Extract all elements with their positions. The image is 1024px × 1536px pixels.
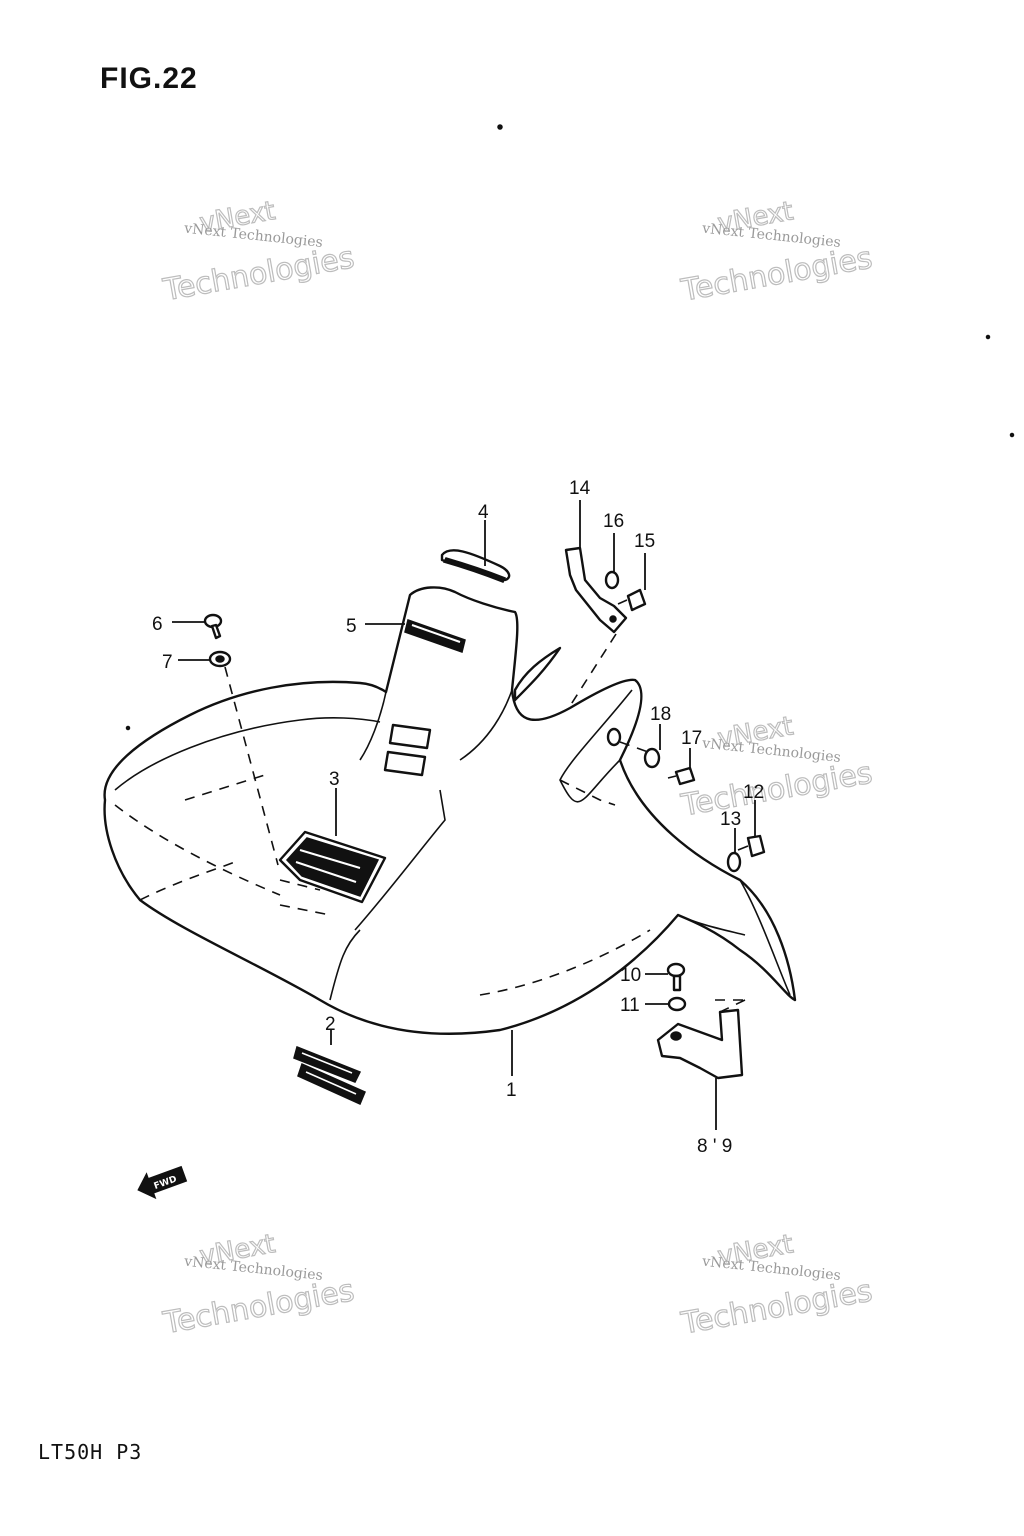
part-10-bolt — [666, 962, 686, 992]
part-18-nut — [643, 747, 661, 769]
part-17-bolt — [667, 766, 696, 786]
part-14-bracket — [564, 546, 628, 634]
part-13-washer — [726, 851, 742, 873]
watermark-bottom-left: vNext Technologies vNext Technologies — [159, 1228, 357, 1341]
speck — [125, 725, 131, 731]
callout-13: 13 — [720, 809, 741, 830]
assembly-line — [715, 999, 746, 1013]
callout-10: 10 — [620, 965, 641, 986]
svg-text:Technologies: Technologies — [160, 1273, 357, 1341]
svg-text:Technologies: Technologies — [678, 756, 875, 824]
assembly-line — [224, 666, 279, 866]
part-2-decal — [293, 1045, 366, 1106]
callout-18: 18 — [650, 704, 671, 725]
watermark-mid-right: vNext Technologies vNext Technologies — [677, 711, 875, 824]
callout-5: 5 — [346, 616, 357, 637]
assembly-line — [569, 633, 617, 707]
callout-4: 4 — [478, 502, 489, 523]
callout-1: 1 — [506, 1080, 517, 1101]
part-16-nut — [604, 570, 620, 590]
callout-12: 12 — [743, 782, 764, 803]
callout-2: 2 — [325, 1014, 336, 1035]
part-6-screw — [203, 613, 223, 640]
watermark-top-left: vNext Technologies vNext Technologies — [159, 195, 357, 308]
callout-3: 3 — [329, 769, 340, 790]
svg-text:Technologies: Technologies — [678, 241, 875, 309]
part-4-strip — [440, 549, 511, 583]
speck — [1009, 432, 1015, 438]
forward-arrow-icon: FWD — [137, 1165, 188, 1200]
part-7-washer — [208, 650, 232, 668]
callout-7: 7 — [162, 652, 173, 673]
part-12-bolt — [737, 834, 766, 858]
part-8-9-bracket — [656, 1008, 744, 1080]
rear-fender — [103, 586, 797, 1035]
svg-text:Technologies: Technologies — [160, 240, 357, 308]
callout-8-9: 8 ' 9 — [697, 1136, 732, 1157]
model-code: LT50H P3 — [38, 1440, 143, 1464]
callout-6: 6 — [152, 614, 163, 635]
speck — [497, 124, 503, 130]
svg-text:Technologies: Technologies — [678, 1274, 875, 1342]
emblem-5 — [404, 619, 466, 653]
watermark-top-right: vNext Technologies vNext Technologies — [677, 196, 875, 309]
callout-14: 14 — [569, 478, 591, 499]
callout-17: 17 — [681, 728, 702, 749]
part-11-nut — [667, 996, 687, 1012]
callout-11: 11 — [620, 995, 640, 1016]
assembly-line — [619, 741, 649, 753]
part-15-bolt — [617, 588, 647, 612]
figure-title: FIG.22 — [100, 62, 198, 95]
callout-16: 16 — [603, 511, 624, 532]
leader-lines — [172, 500, 756, 1130]
part-3-plate — [278, 830, 387, 904]
callout-15: 15 — [634, 531, 655, 552]
callouts: 4 5 6 7 3 2 1 14 16 15 18 17 12 13 10 11… — [152, 478, 764, 1157]
speck — [985, 334, 991, 340]
watermark-bottom-right: vNext Technologies vNext Technologies — [677, 1229, 875, 1342]
